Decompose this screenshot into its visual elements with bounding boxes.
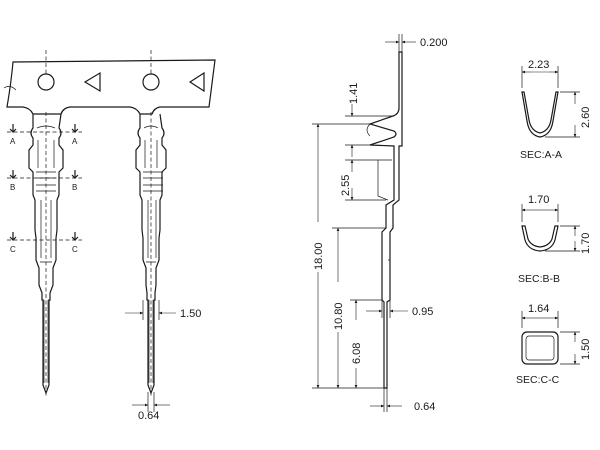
dimension-10-80-label: 10.80 xyxy=(333,302,345,330)
section-b-profile xyxy=(521,225,559,252)
dimension-0-95: 0.95 xyxy=(366,300,433,318)
section-a-label-left: A xyxy=(10,137,16,146)
dimension-18-00: 18.00 xyxy=(312,123,384,389)
section-a-a: 2.23 2.60 SEC:A-A xyxy=(520,59,592,161)
section-b-label-right: B xyxy=(72,183,77,192)
side-view: 0.200 1.41 2.55 18.00 xyxy=(312,34,448,413)
section-a-title: SEC:A-A xyxy=(520,149,562,161)
dimension-18-00-label: 18.00 xyxy=(313,242,325,270)
section-a-profile xyxy=(521,91,559,138)
front-view: A A B B C C 1.50 0.64 xyxy=(3,50,216,422)
section-cut-b: B B xyxy=(7,170,82,192)
section-a-label-right: A xyxy=(72,137,78,146)
section-c-height-label: 1.50 xyxy=(580,339,592,360)
section-b-title: SEC:B-B xyxy=(518,273,560,285)
dimension-6-08-label: 6.08 xyxy=(351,343,363,364)
dimension-0-64-side-label: 0.64 xyxy=(414,401,435,413)
direction-arrow-2 xyxy=(188,71,205,93)
terminal-2-details xyxy=(143,125,163,383)
section-c-profile-inner xyxy=(525,335,555,361)
section-c-width-label: 1.64 xyxy=(528,303,549,315)
section-b-width-label: 1.70 xyxy=(528,194,549,206)
section-b-b: 1.70 1.70 SEC:B-B xyxy=(518,194,592,285)
dimension-10-80: 10.80 xyxy=(332,227,386,389)
dimension-0-64-side: 0.64 xyxy=(370,388,435,413)
section-c-label-right: C xyxy=(72,245,78,254)
section-cut-a: A A xyxy=(7,124,82,146)
section-a-height-label: 2.60 xyxy=(580,107,592,128)
dimension-tip-label: 0.64 xyxy=(138,410,159,422)
terminal-1 xyxy=(28,113,64,395)
dimension-6-08: 6.08 xyxy=(350,299,382,389)
dimension-1-41: 1.41 xyxy=(345,83,393,157)
carrier-center-line xyxy=(45,50,152,75)
carrier-strip-break xyxy=(3,86,17,91)
direction-arrow-1 xyxy=(83,71,101,93)
dimension-thickness-label: 0.200 xyxy=(420,37,448,49)
dimension-width-label: 1.50 xyxy=(180,308,201,320)
dimension-2-55-label: 2.55 xyxy=(340,175,352,196)
section-a-width-label: 2.23 xyxy=(528,59,549,71)
dimension-1-41-label: 1.41 xyxy=(348,83,360,104)
section-c-c: 1.64 1.50 SEC:C-C xyxy=(516,303,592,386)
side-profile-inner xyxy=(366,123,392,261)
pilot-hole-1 xyxy=(37,73,55,91)
dimension-2-55: 2.55 xyxy=(340,159,386,201)
section-b-label-left: B xyxy=(10,183,15,192)
section-c-label-left: C xyxy=(10,245,16,254)
dimension-0-95-label: 0.95 xyxy=(412,306,433,318)
terminal-2 xyxy=(135,113,167,395)
dimension-tip: 0.64 xyxy=(132,392,170,422)
section-c-title: SEC:C-C xyxy=(516,374,560,386)
dimension-thickness: 0.200 xyxy=(385,34,448,52)
section-b-height-label: 1.70 xyxy=(580,233,592,254)
dimension-width: 1.50 xyxy=(125,300,201,320)
section-cut-c: C C xyxy=(7,232,82,254)
side-profile xyxy=(368,51,403,389)
carrier-strip xyxy=(6,59,216,115)
pilot-hole-2 xyxy=(142,73,160,91)
section-c-profile-outer xyxy=(521,331,559,365)
